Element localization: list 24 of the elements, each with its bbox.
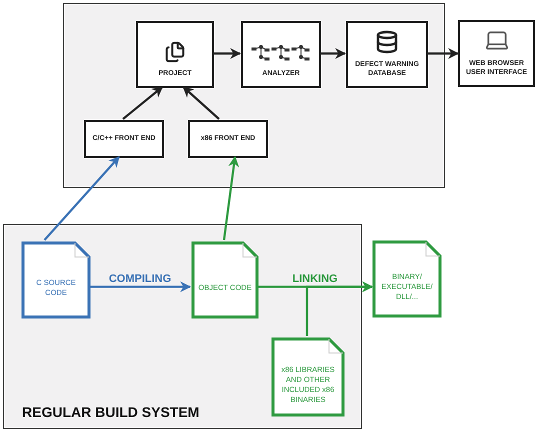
- process-box: [346, 21, 428, 88]
- arrow: [122, 86, 164, 120]
- arrow: [320, 48, 346, 59]
- process-box: [241, 21, 321, 88]
- process-box: [458, 20, 535, 87]
- arrow: [427, 48, 460, 59]
- panel-title: REGULAR BUILD SYSTEM: [22, 404, 200, 420]
- process-box: [84, 120, 164, 158]
- arrow: [306, 281, 374, 336]
- arrow: [213, 48, 242, 59]
- arrow: [222, 156, 240, 240]
- document-shape: [271, 337, 345, 417]
- edge-label: COMPILING: [106, 272, 174, 285]
- arrow: [90, 281, 192, 292]
- document-shape: [21, 241, 91, 319]
- process-box: [188, 120, 268, 158]
- process-box: [136, 21, 214, 88]
- group-panel: [3, 224, 362, 429]
- arrow: [182, 86, 220, 120]
- document-shape: [191, 241, 259, 319]
- arrow: [44, 156, 120, 241]
- edge-label: LINKING: [290, 272, 340, 285]
- document-shape: [372, 240, 442, 318]
- group-panel: [63, 3, 445, 188]
